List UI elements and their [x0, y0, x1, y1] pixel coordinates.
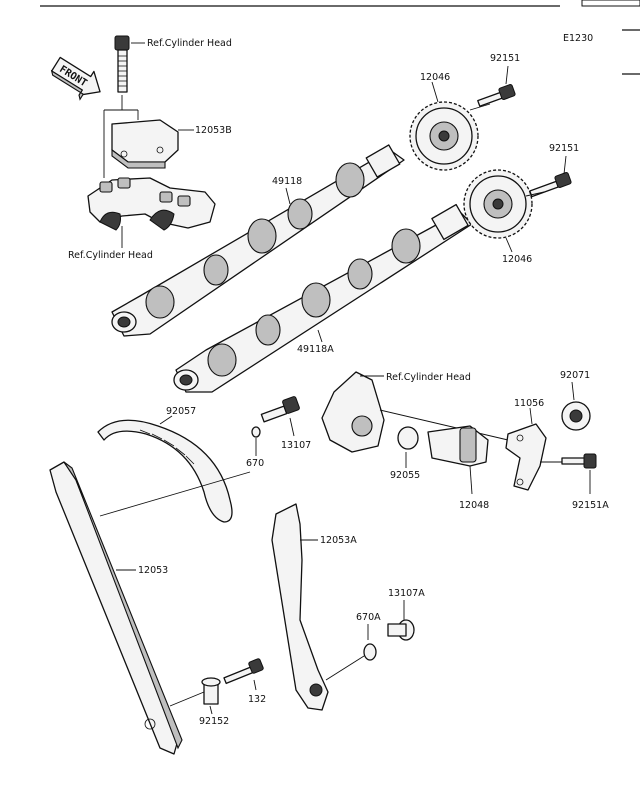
collar-92152 — [201, 677, 221, 705]
leader-camshaft-intake — [317, 329, 323, 343]
bolt-92151-top — [477, 84, 516, 107]
timing-chain — [97, 419, 233, 523]
leader-bolt-right-pointer — [525, 191, 545, 197]
label-oring: 92055 — [390, 470, 420, 481]
label-washer: 670 — [246, 458, 264, 469]
top-bolt-icon — [114, 35, 130, 93]
label-guide-tensioner: 12053A — [320, 535, 357, 546]
label-bolt-small: 132 — [248, 694, 266, 705]
label-washer-pivot: 670A — [356, 612, 381, 623]
camshaft-intake — [173, 203, 473, 393]
leader-bolt-top — [505, 65, 509, 85]
leader-collar — [209, 705, 213, 715]
leader-chain-guide-axis — [99, 471, 251, 517]
washer-670a — [363, 643, 377, 661]
bolt-13107 — [260, 396, 300, 423]
label-bolt-plate: 92151A — [572, 500, 609, 511]
label-ref-cyl-head-top: Ref.Cylinder Head — [147, 38, 232, 49]
label-bolt-right: 92151 — [549, 143, 579, 154]
leader-bolt-small — [253, 679, 257, 691]
leader-bolt-right — [563, 155, 567, 175]
gasket-plate-11056 — [505, 423, 547, 491]
leader-gasket — [529, 407, 533, 425]
label-guide-long: 12053 — [138, 565, 168, 576]
bolt-92151a — [561, 453, 597, 469]
label-ref-cyl-head-left: Ref.Cylinder Head — [68, 250, 153, 261]
label-camshaft-intake: 49118A — [297, 344, 334, 355]
leader-pivot-axis — [325, 655, 365, 681]
label-cap: 92071 — [560, 370, 590, 381]
bracket-12053b — [111, 119, 179, 169]
tensioner-12048 — [427, 425, 489, 467]
label-gasket: 11056 — [514, 398, 544, 409]
leader-collar-axis — [169, 691, 205, 707]
leader-sprocket-lower — [505, 237, 513, 253]
label-bolt-pivot: 13107A — [388, 588, 425, 599]
leader-bolt-top-pointer — [469, 103, 491, 111]
label-ref-cyl-head-mid: Ref.Cylinder Head — [386, 372, 471, 383]
label-tensioner: 12048 — [459, 500, 489, 511]
label-sprocket-lower: 12046 — [502, 254, 532, 265]
leader-chain — [159, 415, 173, 425]
corner-tab — [581, 0, 640, 7]
leader-sprocket-top — [431, 81, 439, 103]
leader-tensioner — [469, 465, 473, 495]
leader-tensioner-axis — [379, 409, 509, 441]
tensioner-housing — [321, 371, 385, 453]
camshaft-cap — [87, 177, 216, 231]
label-bolt-guide: 13107 — [281, 440, 311, 451]
leader-camshaft-exhaust — [285, 187, 291, 205]
leader-cap — [571, 381, 575, 401]
label-chain: 92057 — [166, 406, 196, 417]
washer-670 — [251, 426, 261, 438]
oring-92055 — [397, 426, 419, 450]
label-bracket: 12053B — [195, 125, 232, 136]
bolt-13107a — [387, 619, 415, 641]
leader-bolt-guide — [289, 417, 295, 437]
front-arrow-icon: FRONT — [50, 56, 101, 101]
label-bolt-top: 92151 — [490, 53, 520, 64]
chain-guide-12053 — [49, 461, 183, 755]
cap-92071 — [561, 401, 591, 431]
label-sprocket-top: 12046 — [420, 72, 450, 83]
bolt-92151-right — [529, 172, 572, 198]
label-collar: 92152 — [199, 716, 229, 727]
label-camshaft-exhaust: 49118 — [272, 176, 302, 187]
diagram-code: E1230 — [563, 33, 593, 44]
tensioner-guide-12053a — [271, 503, 329, 711]
bolt-132 — [223, 658, 264, 685]
sprocket-top — [409, 101, 479, 171]
sprocket-lower — [463, 169, 533, 239]
camshaft-exhaust — [111, 144, 405, 337]
